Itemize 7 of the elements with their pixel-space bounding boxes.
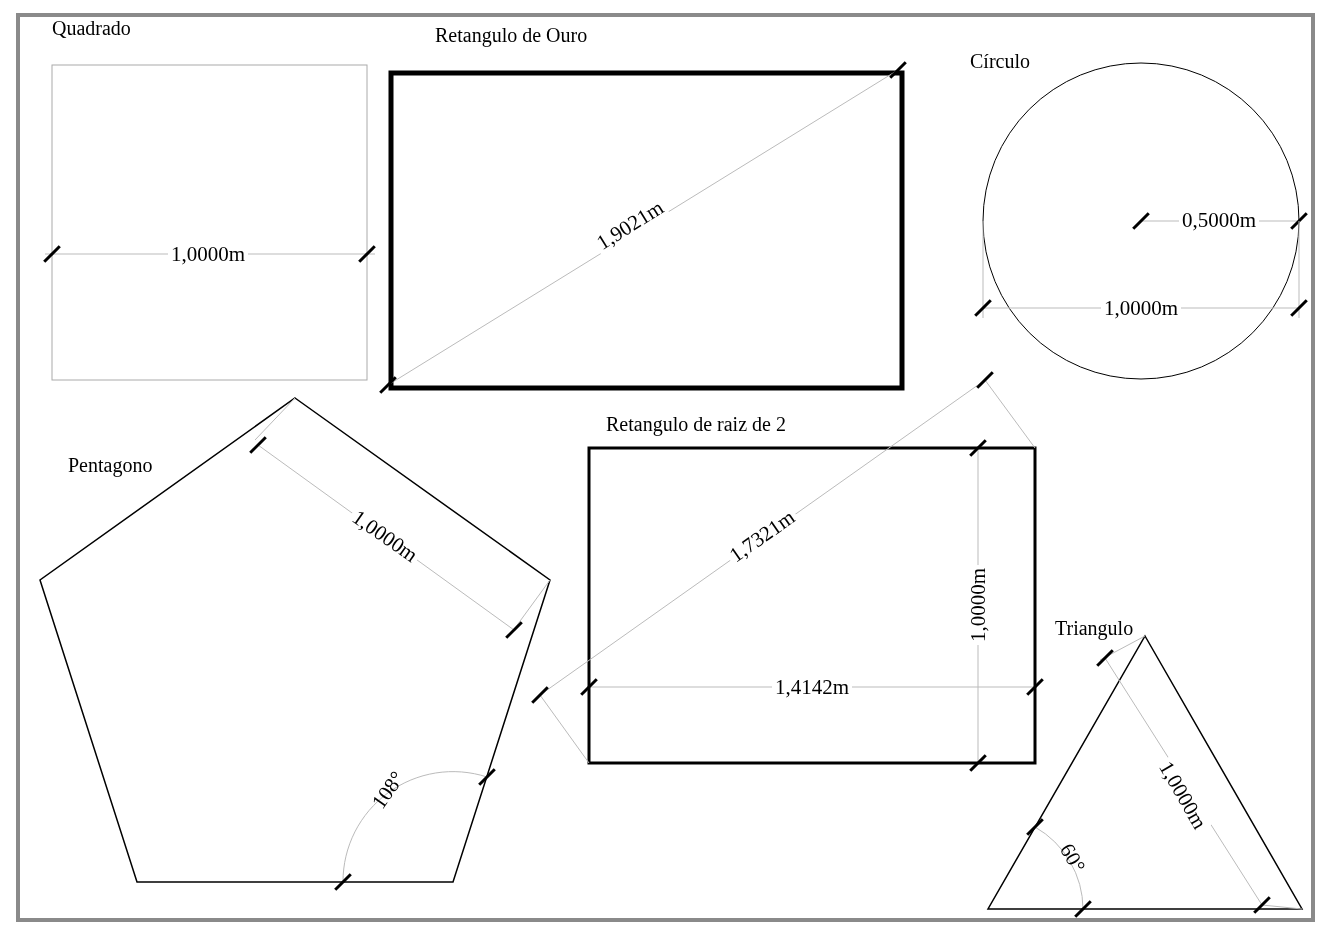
shape-title: Triangulo [1055, 617, 1134, 640]
shape-title: Círculo [970, 50, 1030, 73]
shape-title: Pentagono [68, 454, 153, 477]
shape-title: Quadrado [52, 17, 131, 40]
shape-title: Retangulo de Ouro [435, 24, 588, 47]
shape-title: Retangulo de raiz de 2 [606, 413, 786, 436]
angle-label: 60° [1053, 838, 1091, 879]
